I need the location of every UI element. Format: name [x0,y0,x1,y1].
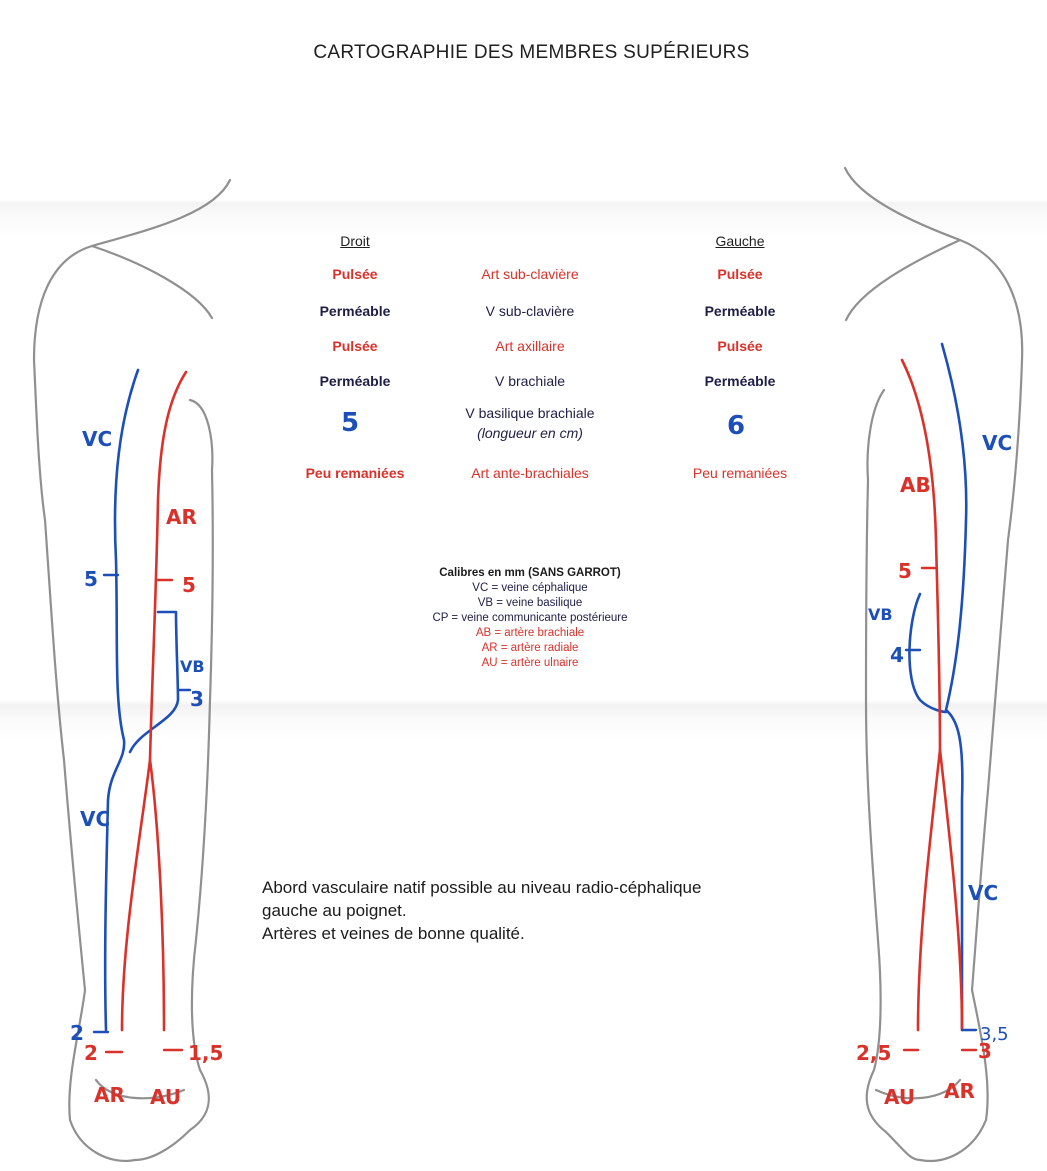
right-vb-label: VB [180,657,205,676]
right-vc-upper-label: VC [82,427,112,451]
left-au-wrist-label: AU [884,1085,915,1109]
right-ar-wrist-value: 2 [84,1041,98,1065]
right-ar-wrist-label: AR [94,1083,125,1107]
left-ar-wrist-value: 3 [978,1039,992,1063]
right-vc-upper-value: 5 [84,567,98,591]
left-vb-value: 4 [890,643,904,667]
left-ab-value: 5 [898,559,912,583]
left-ab-label: AB [900,473,931,497]
right-ar-upper-label: AR [166,505,197,529]
left-vb-label: VB [868,605,893,624]
right-au-wrist-value: 1,5 [188,1041,223,1065]
right-ar-upper-value: 5 [182,573,196,597]
right-au-wrist-label: AU [150,1085,181,1109]
left-ar-wrist-label: AR [944,1079,975,1103]
right-vc-lower-value: 2 [70,1021,84,1045]
left-vc-lower-label: VC [968,881,998,905]
right-vb-value: 3 [190,687,204,711]
left-au-wrist-value: 2,5 [856,1041,891,1065]
right-vc-lower-label: VC [80,807,110,831]
left-vc-upper-label: VC [982,431,1012,455]
